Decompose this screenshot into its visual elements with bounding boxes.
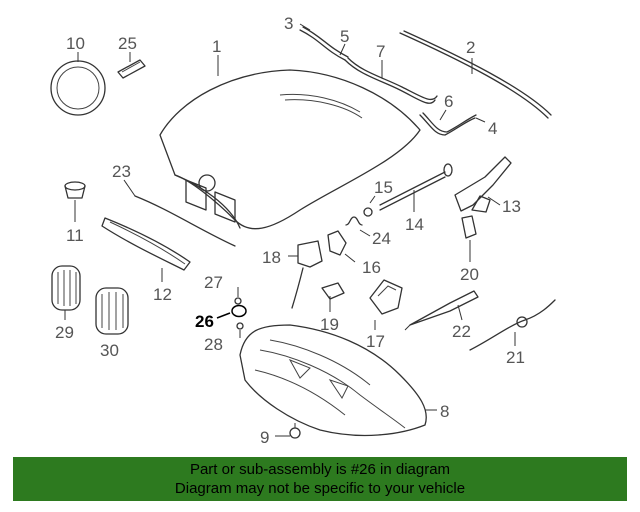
callout-29: 29 (55, 323, 74, 342)
callout-18: 18 (262, 248, 281, 267)
callout-23: 23 (112, 162, 131, 181)
callout-30: 30 (100, 341, 119, 360)
callout-26: 26 (195, 312, 214, 331)
callout-13: 13 (502, 197, 521, 216)
emblem-part (50, 60, 106, 116)
callout-27: 27 (204, 273, 223, 292)
callout-17: 17 (366, 332, 385, 351)
strip-3-5-part (299, 26, 349, 61)
spring-24-part (345, 216, 363, 226)
callout-10: 10 (66, 34, 85, 53)
callout-22: 22 (452, 322, 471, 341)
callout-2: 2 (466, 38, 475, 57)
callout-19: 19 (320, 315, 339, 334)
grille-strip-part (101, 217, 191, 271)
callout-24: 24 (372, 229, 391, 248)
seal-strip-part (399, 30, 552, 119)
buffer-part (64, 181, 86, 199)
callout-7: 7 (376, 42, 385, 61)
callout-12: 12 (153, 285, 172, 304)
banner-line-1: Part or sub-assembly is #26 in diagram (189, 461, 451, 478)
banner-line-2: Diagram may not be specific to your vehi… (174, 480, 466, 497)
callout-21: 21 (506, 348, 525, 367)
callout-14: 14 (405, 215, 424, 234)
callout-20: 20 (460, 265, 479, 284)
cable-23-part (134, 195, 236, 247)
kidney-grille-right-part (95, 287, 129, 335)
clip-9-part (289, 423, 301, 439)
hinge-part (454, 156, 512, 213)
latch-part (369, 279, 403, 315)
clip-25-part (117, 59, 146, 79)
strip-4-6-part (419, 112, 477, 136)
bolt-15-part (363, 207, 373, 217)
callout-15: 15 (374, 178, 393, 197)
grommet-26-part (231, 304, 247, 318)
rod-7-part (344, 57, 438, 104)
bracket-20-part (461, 215, 477, 239)
catch-16-part (327, 230, 347, 256)
cable-21-part (469, 299, 556, 351)
callout-6: 6 (444, 92, 453, 111)
callout-16: 16 (362, 258, 381, 277)
callout-9: 9 (260, 428, 269, 447)
callout-labels: 1 2 3 4 5 6 7 8 9 10 11 12 13 14 15 16 1… (55, 14, 525, 447)
cable-22-part (404, 290, 479, 331)
callout-5: 5 (340, 27, 349, 46)
parts-diagram: 1 2 3 4 5 6 7 8 9 10 11 12 13 14 15 16 1… (50, 14, 556, 447)
callout-28: 28 (204, 335, 223, 354)
gas-strut-part (379, 163, 453, 211)
callout-1: 1 (212, 37, 221, 56)
callout-8: 8 (440, 402, 449, 421)
callout-25: 25 (118, 34, 137, 53)
insulation-pad-part (239, 324, 427, 437)
clip-19-part (321, 282, 345, 300)
callout-11: 11 (66, 226, 84, 245)
lock-bracket-part (291, 240, 323, 309)
hood-part (159, 69, 421, 230)
callout-4: 4 (488, 119, 497, 138)
callout-3: 3 (284, 14, 293, 33)
info-banner: Part or sub-assembly is #26 in diagram D… (13, 457, 627, 501)
kidney-grille-left-part (51, 265, 81, 311)
